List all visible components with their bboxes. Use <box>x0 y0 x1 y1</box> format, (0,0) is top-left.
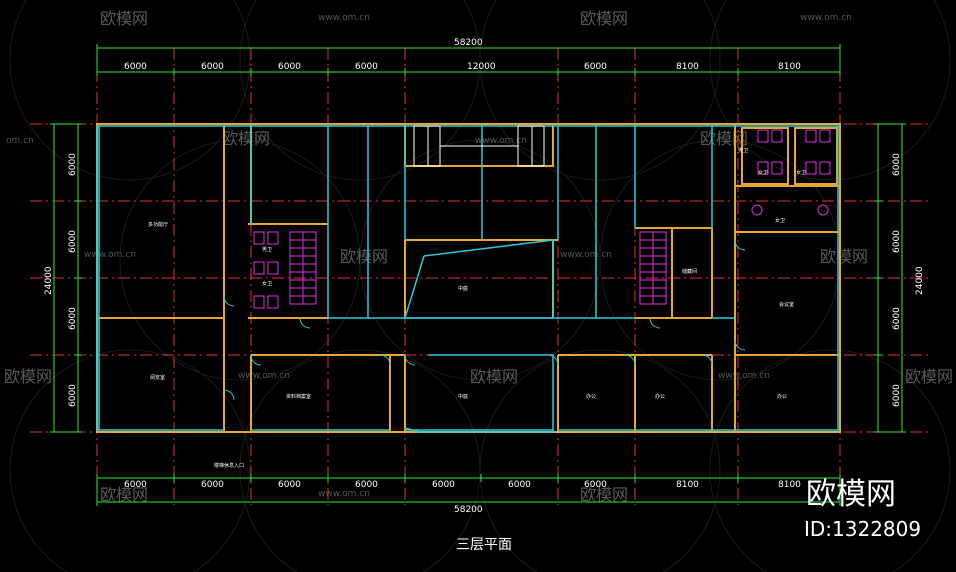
dim-top: 8100 <box>676 62 699 72</box>
room-office-2: 办公 <box>655 393 665 400</box>
dim-bottom: 6000 <box>124 480 147 490</box>
dim-left-total: 24000 <box>44 266 54 295</box>
dimension-lines <box>50 44 906 506</box>
room-wc-men-right: 男卫 <box>738 148 748 154</box>
brand-id: ID:1322809 <box>804 517 921 541</box>
watermark-brand: 欧模网 <box>340 247 388 266</box>
watermark-brand: 欧模网 <box>580 485 628 504</box>
bottom-dimensions: 6000 6000 6000 6000 6000 6000 6000 8100 … <box>124 480 801 515</box>
watermark-url: www.om.cn <box>800 13 852 23</box>
doors <box>223 239 746 401</box>
watermark-url: www.om.cn <box>238 371 290 381</box>
dim-bottom: 6000 <box>201 480 224 490</box>
dim-top: 6000 <box>201 62 224 72</box>
watermark-url: om.cn <box>6 136 34 146</box>
room-reading: 阅览室 <box>150 374 165 381</box>
watermark-brand: 欧模网 <box>580 9 628 28</box>
dim-bottom: 6000 <box>508 480 531 490</box>
dim-bottom: 6000 <box>584 480 607 490</box>
stairs <box>289 231 667 305</box>
dim-left: 6000 <box>68 230 78 253</box>
dim-bottom: 8100 <box>676 480 699 490</box>
dim-bottom: 6000 <box>355 480 378 490</box>
dim-right: 6000 <box>892 307 902 330</box>
room-office-1: 办公 <box>586 393 596 400</box>
room-atrium-upper: 中庭 <box>458 285 468 292</box>
right-dimensions: 6000 6000 6000 6000 24000 <box>892 153 925 407</box>
dim-bottom: 8100 <box>778 480 801 490</box>
room-meeting: 会议室 <box>779 301 794 308</box>
elevator-shafts <box>413 125 545 167</box>
dim-top-total: 58200 <box>454 38 483 48</box>
dim-top: 6000 <box>355 62 378 72</box>
drawing-title: 三层平面 <box>456 537 512 553</box>
brand-logo-text: 欧模网 <box>806 477 896 512</box>
watermark-brand: 欧模网 <box>222 129 270 148</box>
watermark-brand: 欧模网 <box>100 9 148 28</box>
dim-left: 6000 <box>68 153 78 176</box>
dim-top: 12000 <box>467 62 496 72</box>
watermark-layer: 欧模网 www.om.cn 欧模网 www.om.cn om.cn 欧模网 ww… <box>4 9 953 504</box>
watermark-brand: 欧模网 <box>4 367 52 386</box>
room-wc-women-right-3: 女卫 <box>775 217 785 224</box>
watermark-brand: 欧模网 <box>905 367 953 386</box>
dim-top: 6000 <box>278 62 301 72</box>
dim-right: 6000 <box>892 384 902 407</box>
watermark-circles <box>9 0 951 572</box>
brand-logo: 欧模网 ID:1322809 <box>804 477 921 541</box>
dim-left: 6000 <box>68 307 78 330</box>
room-multi-hall: 多功能厅 <box>148 221 168 228</box>
dim-bottom: 6000 <box>278 480 301 490</box>
room-atrium-lower: 中庭 <box>458 393 468 400</box>
watermark-brand: 欧模网 <box>820 247 868 266</box>
room-wc-women-right-2: 女卫 <box>796 169 806 176</box>
watermark-url: www.om.cn <box>318 489 370 499</box>
dim-right: 6000 <box>892 230 902 253</box>
toilet-fixtures <box>253 129 831 309</box>
room-wc-women: 女卫 <box>262 280 272 287</box>
watermark-url: www.om.cn <box>475 136 527 146</box>
room-entrance: 楼梯休息入口 <box>214 462 244 469</box>
dim-top: 8100 <box>778 62 801 72</box>
room-storage: 储藏间 <box>682 268 697 275</box>
watermark-url: www.om.cn <box>718 371 770 381</box>
room-wc-women-right: 女卫 <box>758 169 768 176</box>
watermark-brand: 欧模网 <box>470 367 518 386</box>
dim-left: 6000 <box>68 384 78 407</box>
room-labels: 多功能厅 阅览室 资料档案室 中庭 中庭 办公 办公 办公 会议室 储藏间 男卫… <box>148 148 806 469</box>
curtain-walls <box>96 124 840 433</box>
dim-bottom: 6000 <box>432 480 455 490</box>
watermark-url: www.om.cn <box>318 13 370 23</box>
watermark-brand: 欧模网 <box>100 485 148 504</box>
dim-right: 6000 <box>892 153 902 176</box>
axis-grid <box>30 48 930 505</box>
room-archive: 资料档案室 <box>286 393 311 400</box>
room-wc-men: 男卫 <box>262 247 272 253</box>
watermark-url: www.om.cn <box>560 250 612 260</box>
left-dimensions: 6000 6000 6000 6000 24000 <box>44 153 78 407</box>
watermark-url: www.om.cn <box>84 250 136 260</box>
room-office-3: 办公 <box>777 393 787 400</box>
top-dimensions: 58200 6000 6000 6000 6000 12000 6000 810… <box>124 38 801 72</box>
dim-bottom-total: 58200 <box>454 505 483 515</box>
dim-right-total: 24000 <box>915 266 925 295</box>
dim-top: 6000 <box>124 62 147 72</box>
dim-top: 6000 <box>584 62 607 72</box>
watermark-brand: 欧模网 <box>700 129 748 148</box>
